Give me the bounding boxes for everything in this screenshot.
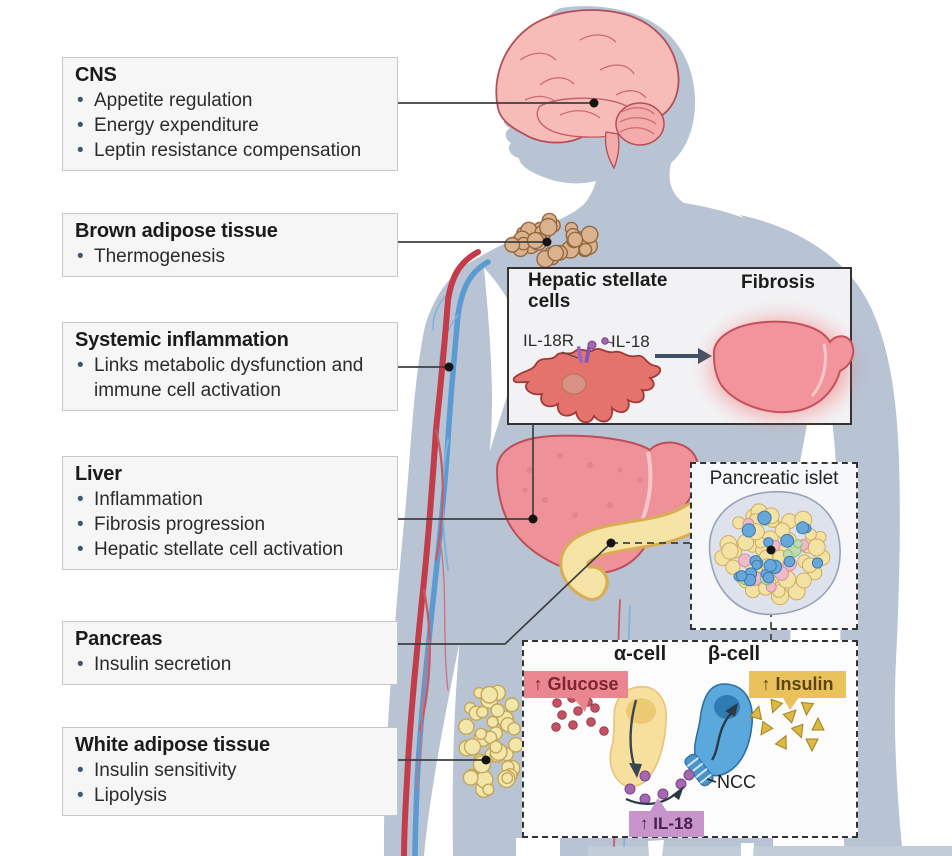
liver-bullet: Fibrosis progression (75, 512, 385, 537)
liver-title: Liver (75, 463, 122, 485)
vessel-anchor-dot (444, 362, 454, 372)
liver-speckles (522, 452, 643, 543)
brown-adipose-box: Brown adipose tissue Thermogenesis (62, 213, 398, 277)
brown-adipose-title: Brown adipose tissue (75, 220, 278, 242)
systemic-inflammation-box: Systemic inflammation Links metabolic dy… (62, 322, 398, 411)
white-adipose-cluster (457, 684, 524, 798)
white-adipose-box: White adipose tissue Insulin sensitivity… (62, 727, 398, 816)
systemic-inflammation-title: Systemic inflammation (75, 329, 289, 351)
white-adipose-bullet: Lipolysis (75, 783, 385, 808)
brain-gyri (519, 34, 657, 135)
liver-anchor-dot (528, 514, 538, 524)
pancreas-title: Pancreas (75, 628, 163, 650)
pancreas-box: Pancreas Insulin secretion (62, 621, 398, 685)
brown-adipose-anchor-dot (542, 237, 552, 247)
cns-title: CNS (75, 64, 117, 86)
liver-bullet: Inflammation (75, 487, 385, 512)
cns-bullet: Leptin resistance compensation (75, 138, 385, 163)
hepatic-stellate-inset (507, 267, 852, 425)
cns-box: CNS Appetite regulation Energy expenditu… (62, 57, 398, 171)
systemic-inflammation-bullet: Links metabolic dysfunction and immune c… (75, 353, 385, 403)
artery-red (401, 249, 481, 856)
brain-illustration (495, 9, 680, 170)
pancreas-organ (559, 502, 708, 601)
islet-cells-inset (522, 640, 858, 838)
liver-bullet: Hepatic stellate cell activation (75, 537, 385, 562)
white-adipose-anchor-dot (481, 755, 491, 765)
cns-bullets: Appetite regulation Energy expenditure L… (75, 88, 385, 163)
cns-bullet: Energy expenditure (75, 113, 385, 138)
leg-gaps (516, 838, 754, 856)
liver-organ (495, 434, 700, 575)
brown-adipose-cluster (504, 212, 599, 268)
vein-blue (412, 259, 491, 856)
brain-anchor-dot (589, 98, 599, 108)
white-adipose-bullet: Insulin sensitivity (75, 758, 385, 783)
pancreatic-islet-inset (690, 462, 858, 630)
floor-band (588, 846, 952, 856)
brown-adipose-bullet: Thermogenesis (75, 244, 385, 269)
pancreas-bullet: Insulin secretion (75, 652, 385, 677)
cns-bullet: Appetite regulation (75, 88, 385, 113)
pancreas-anchor-dot (606, 538, 616, 548)
liver-box: Liver Inflammation Fibrosis progression … (62, 456, 398, 570)
white-adipose-title: White adipose tissue (75, 734, 270, 756)
